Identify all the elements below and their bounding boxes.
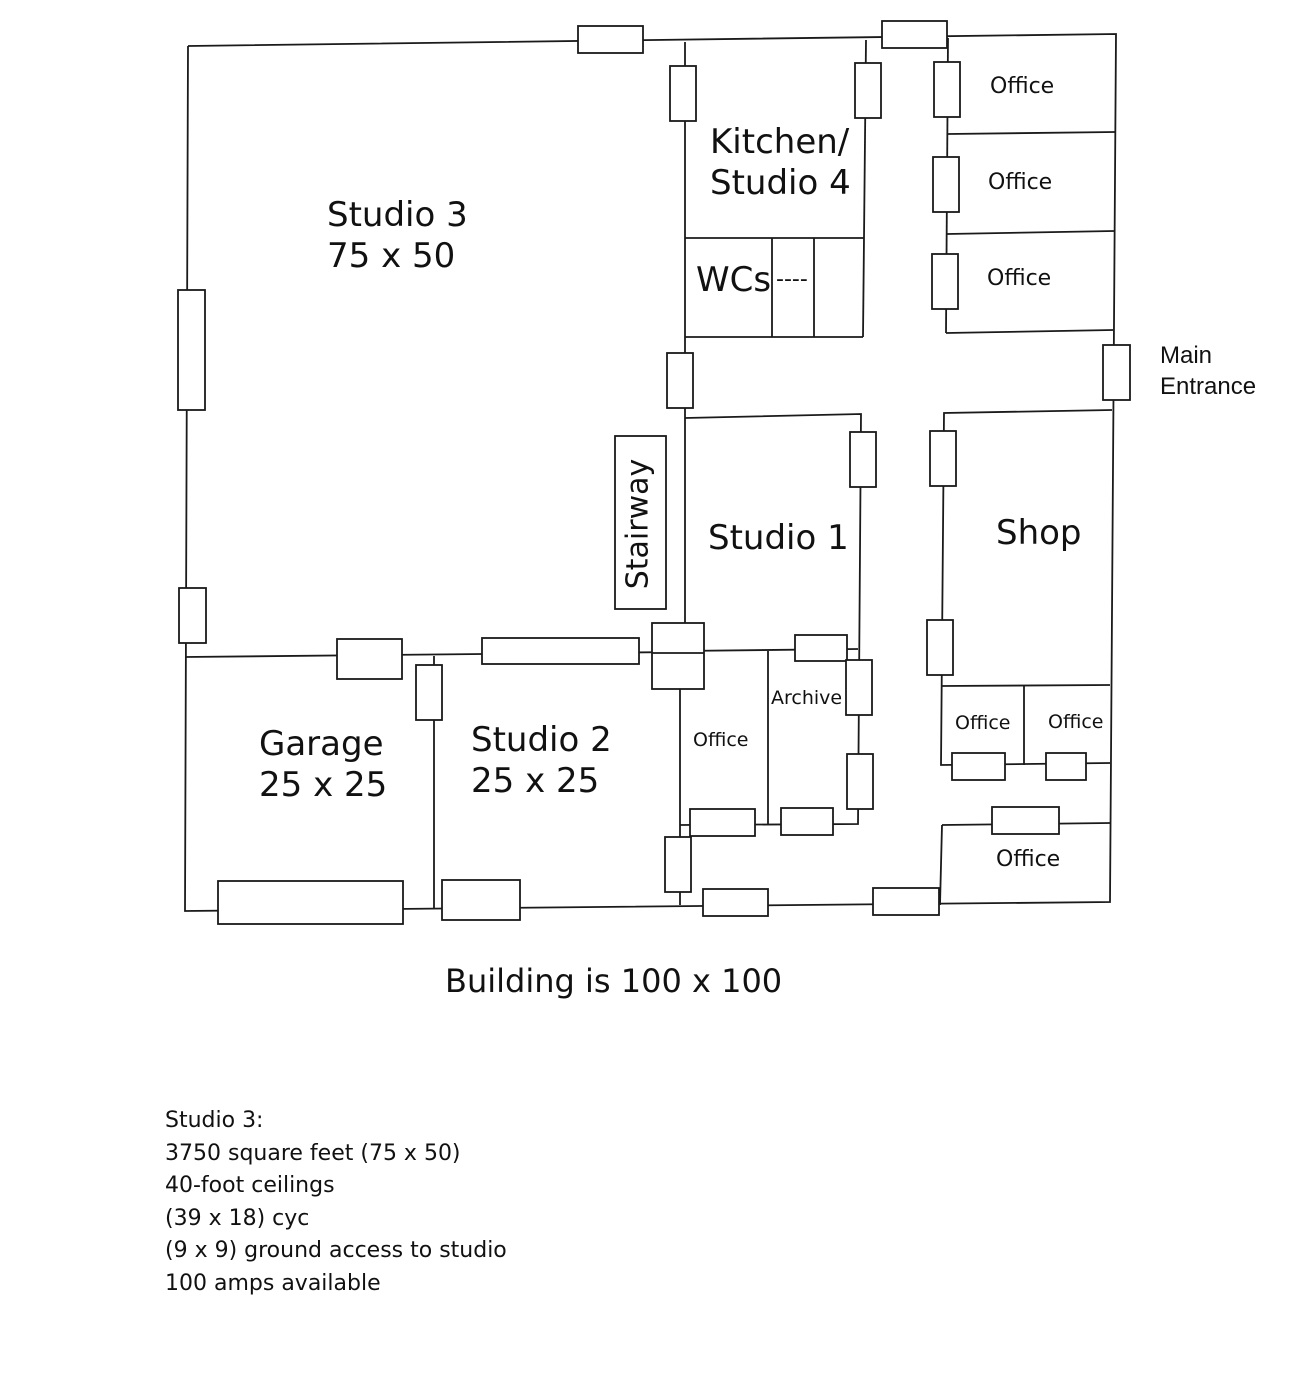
door [932,156,960,213]
room-office-right-3: Office [987,266,1052,291]
room-studio3-label: Studio 3 75 x 50 [327,195,468,278]
notes-line: (39 x 18) cyc [165,1205,310,1231]
room-office-right-1: Office [990,74,1055,99]
room-kitchen-sub: Studio 4 [710,163,851,204]
door [415,664,443,721]
door [336,638,403,680]
main-entrance-line1: Main [1160,342,1213,369]
room-office-middle: Office [693,729,749,751]
door [872,887,940,916]
main-entrance-label: Main Entrance [1160,340,1256,402]
door [794,634,848,662]
room-kitchen-label: Kitchen/ Studio 4 [710,122,851,205]
door [664,836,692,893]
room-studio3-size: 75 x 50 [327,236,456,277]
room-studio2-name: Studio 2 [471,720,612,760]
room-office-shop-right: Office [1048,711,1104,733]
notes-line: Studio 3: [165,1108,264,1133]
door [481,637,640,665]
door [991,806,1060,835]
wall-studio1 [679,413,862,826]
door [929,430,957,487]
door [666,352,694,409]
notes-line: 100 amps available [165,1270,381,1296]
door [689,808,756,837]
door [178,587,207,644]
stairway-label: Stairway [620,458,656,590]
door [702,888,769,917]
room-garage-label: Garage 25 x 25 [259,724,387,807]
door [845,659,873,716]
wall-shop [940,409,1113,766]
room-office-shop-left: Office [955,712,1011,734]
main-entrance-line2: Entrance [1160,373,1257,401]
door-garage-roll-up [217,880,404,925]
door [854,62,882,119]
room-wcs-label: WCs [696,260,772,300]
room-studio2-size: 25 x 25 [471,761,600,802]
door [951,752,1006,781]
wall-office-3 [945,329,1114,334]
door [177,289,206,411]
building-size-caption: Building is 100 x 100 [445,962,783,1000]
door [849,431,877,488]
notes-line: (9 x 9) ground access to studio [165,1238,507,1264]
door [1045,752,1087,781]
notes-line: 3750 square feet (75 x 50) [165,1140,461,1166]
room-wcs-dash: ---- [776,267,808,292]
door [846,753,874,810]
door [669,65,697,122]
room-studio2-label: Studio 2 25 x 25 [471,720,612,803]
wall-office-2 [946,230,1115,235]
room-garage-name: Garage [259,724,384,764]
wall-shop-south [940,684,1111,687]
door [577,25,644,54]
door [780,807,834,836]
doors [177,20,1131,925]
room-studio1-label: Studio 1 [708,518,849,558]
notes-line: 40-foot ceilings [165,1173,335,1199]
wall-office-bottom-west [939,824,943,906]
door [881,20,948,49]
door [441,879,521,921]
room-office-bottom: Office [996,847,1061,872]
wall-office-1 [947,131,1116,135]
stairway-box [614,435,667,610]
room-studio3-name: Studio 3 [327,195,468,235]
door [931,253,959,310]
room-office-right-2: Office [988,170,1053,195]
room-garage-size: 25 x 25 [259,765,388,806]
door [933,61,961,118]
door [926,619,954,676]
door [651,622,705,690]
room-shop-label: Shop [996,513,1082,553]
studio3-notes: Studio 3: 3750 square feet (75 x 50) 40-… [165,1105,507,1300]
door-main-entrance [1102,344,1131,401]
room-archive: Archive [771,687,843,709]
room-kitchen-name: Kitchen/ [710,122,850,162]
